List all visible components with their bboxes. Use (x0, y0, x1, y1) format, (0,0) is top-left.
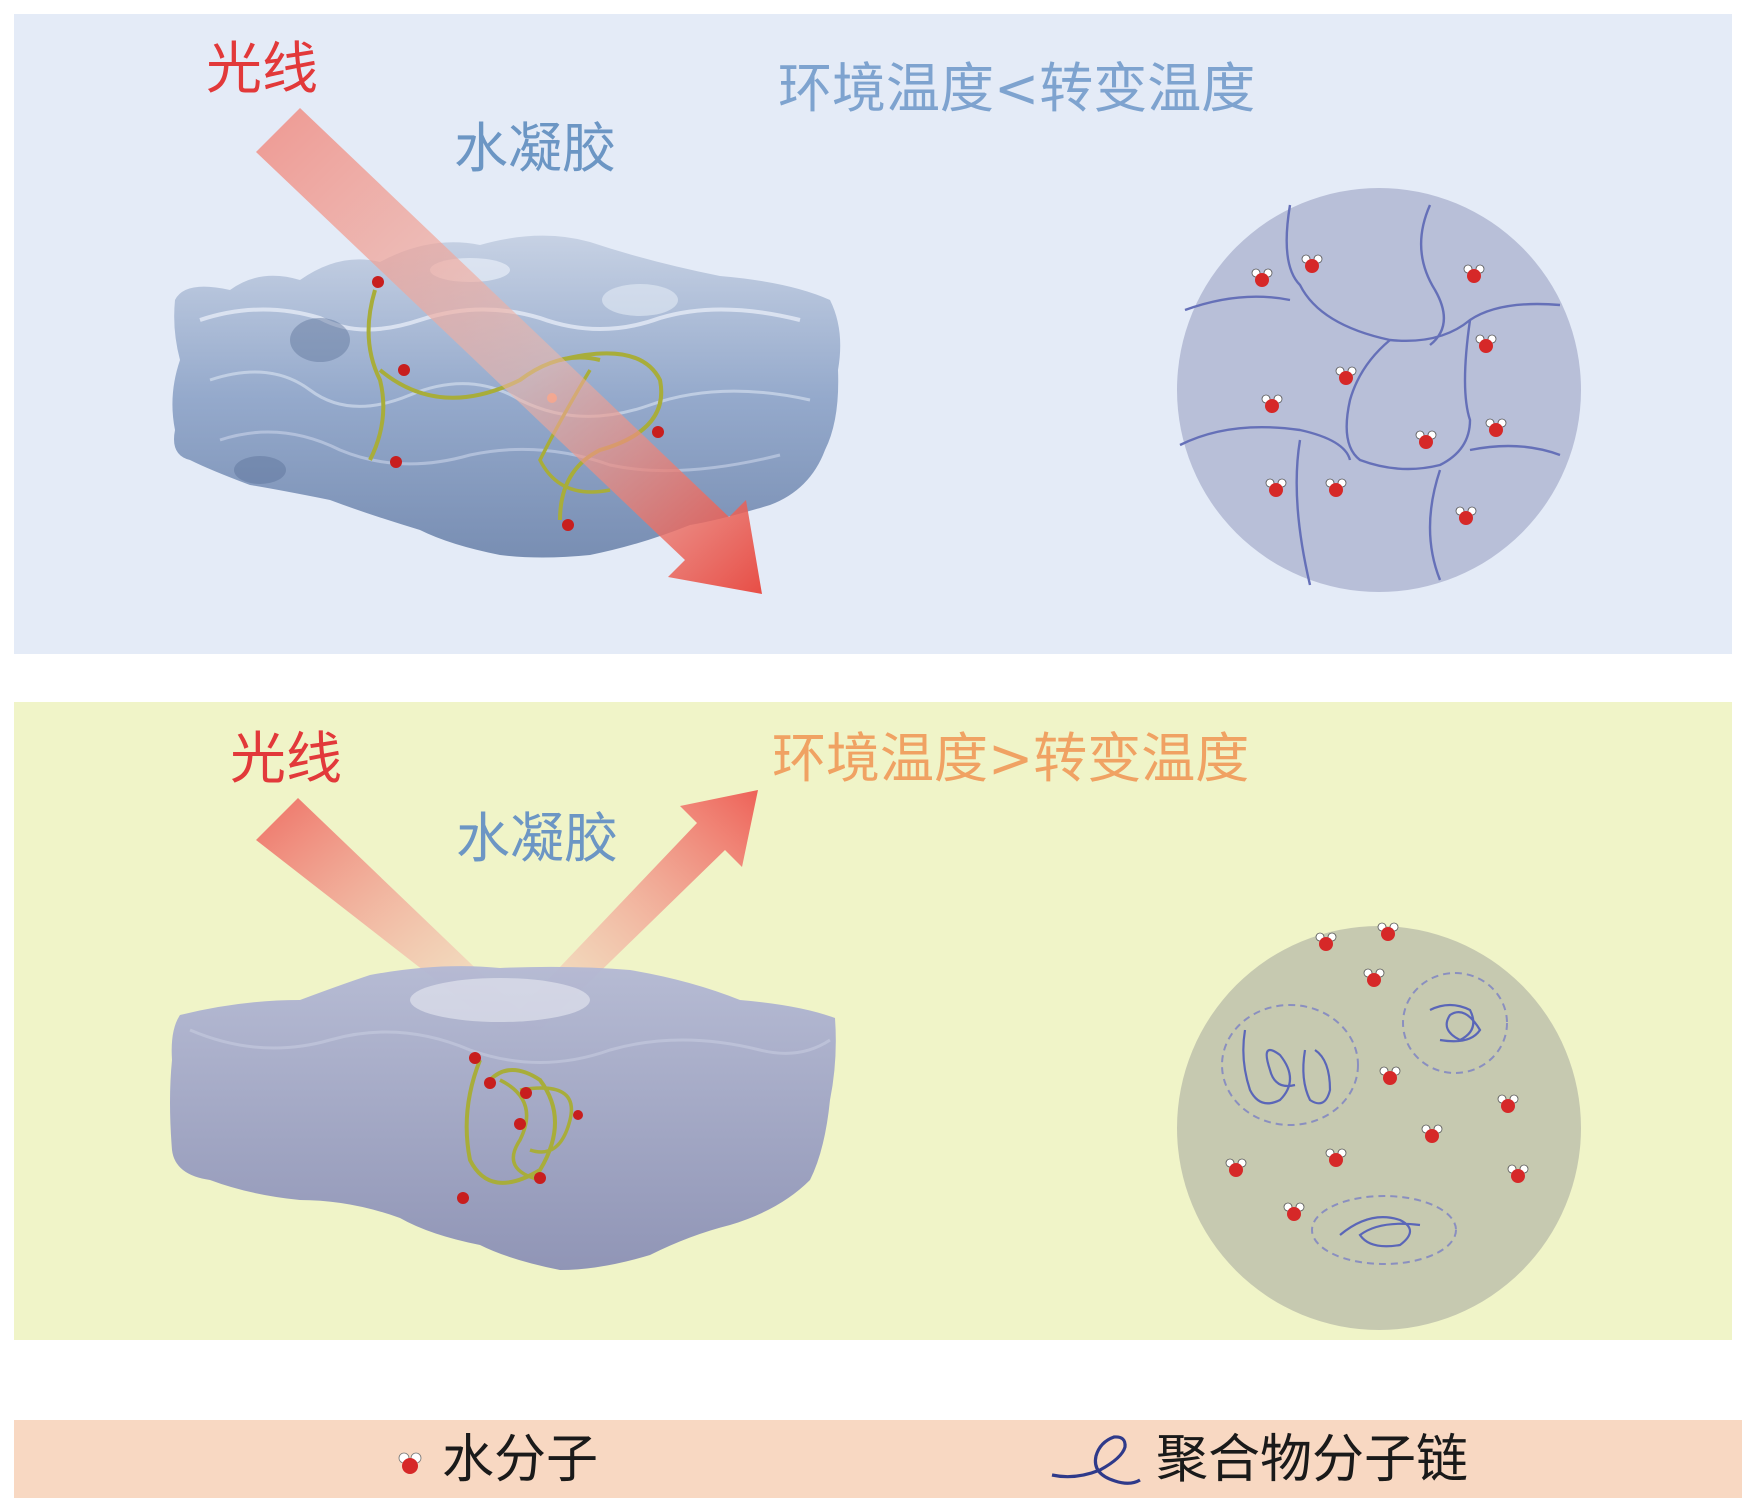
hydrogel-label-bottom: 水凝胶 (456, 807, 618, 870)
polymer-chain-icon (1051, 1435, 1141, 1485)
hydrogel-label-top: 水凝胶 (454, 117, 616, 180)
condition-label-bottom: 环境温度>转变温度 (772, 727, 1250, 790)
legend-bar (14, 1420, 1742, 1498)
magnified-collapsed-circle (1177, 922, 1581, 1330)
opaque-hydrogel-block (170, 966, 836, 1270)
light-arrow-transmitted (256, 108, 762, 594)
water-molecules-bottom (1225, 922, 1529, 1221)
legend-polymer-label: 聚合物分子链 (1156, 1430, 1469, 1490)
light-label-top: 光线 (206, 37, 318, 102)
water-molecules-top (1251, 254, 1507, 525)
magnified-network-circle (1177, 188, 1581, 592)
water-molecule-icon (398, 1452, 422, 1474)
legend-water-label: 水分子 (442, 1430, 599, 1490)
light-label-bottom: 光线 (230, 727, 342, 792)
condition-label-top: 环境温度<转变温度 (778, 57, 1256, 120)
